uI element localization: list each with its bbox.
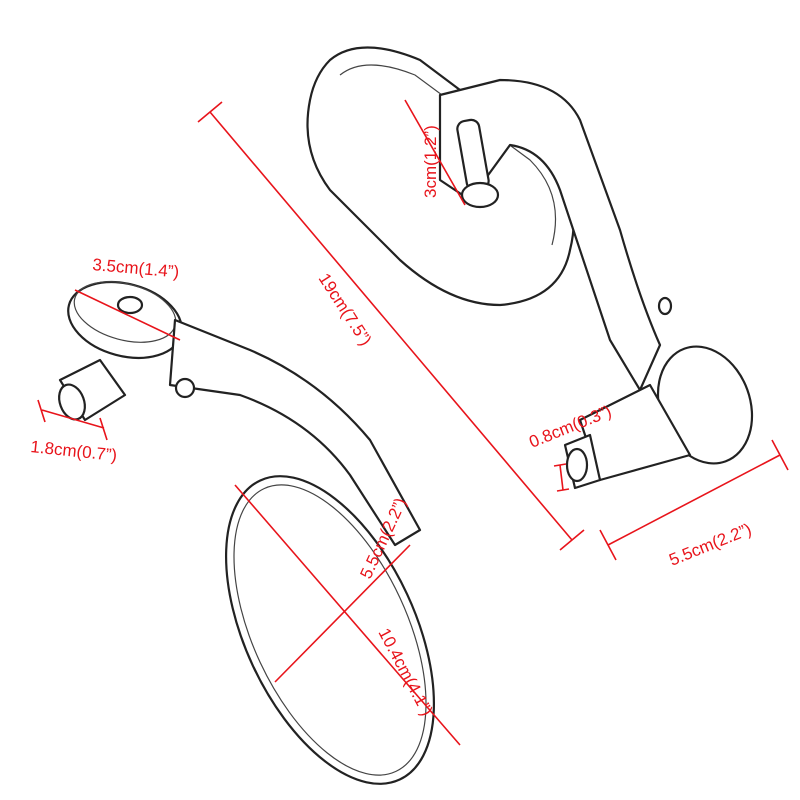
dimension-lines [37, 99, 789, 746]
left-mirror-drawing [58, 281, 436, 785]
end-plug-length-label: 1.8cm(0.7”) [30, 437, 118, 465]
mirror-arm-gap-label: 3cm(1.2”) [421, 125, 440, 198]
overall-length-label: 19cm(7.5”) [315, 270, 376, 349]
mount-width-label: 5.5cm(2.2”) [666, 520, 754, 570]
right-mirror-drawing [306, 46, 754, 490]
clamp-diameter-label: 3.5cm(1.4”) [92, 255, 180, 282]
